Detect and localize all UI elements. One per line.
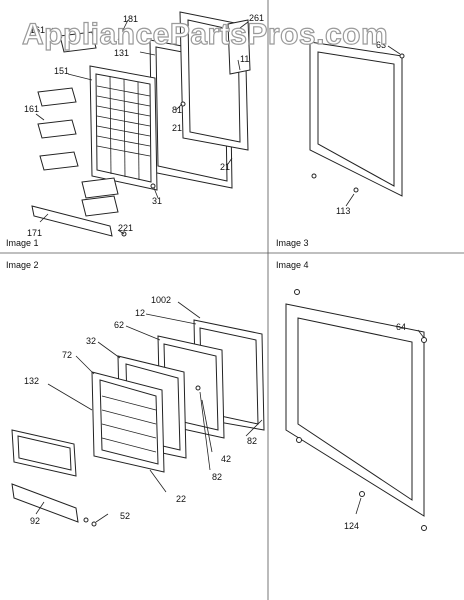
door-bin-161-b: [37, 119, 77, 139]
door-bin-e: [81, 195, 119, 217]
liner-72-ribs: [101, 395, 157, 453]
leader-132: [47, 383, 93, 411]
callout-label: 261: [249, 13, 264, 23]
leader-22: [149, 469, 167, 493]
leader-151: [67, 73, 93, 81]
door-liner-72-inner: [99, 379, 159, 465]
image4-panel: 64 124 Image 4: [276, 260, 427, 531]
screw-64: [421, 337, 427, 343]
callout-label: 221: [118, 223, 133, 233]
leader-92: [35, 501, 45, 515]
image2-caption: Image 2: [6, 260, 39, 270]
callout-label: 64: [396, 322, 406, 332]
leader-64: [417, 329, 425, 339]
callout-label: 132: [24, 376, 39, 386]
callout-label: 92: [30, 516, 40, 526]
image3-caption: Image 3: [276, 238, 309, 248]
door-shelf-171: [31, 205, 113, 237]
callout-label: 63: [376, 40, 386, 50]
door-bin-d: [81, 177, 119, 199]
leader-161: [35, 113, 45, 121]
image1-panel: 161 181 131 261 11 151 81 21 161 21 31 1…: [6, 11, 264, 248]
leader-261: [239, 21, 249, 29]
screw: [311, 173, 317, 179]
leader-31: [153, 187, 159, 199]
screw-82: [195, 385, 201, 391]
callout-label: 171: [27, 228, 42, 238]
door-bin-161-a: [37, 87, 77, 107]
callout-label: 131: [114, 48, 129, 58]
screw-31: [150, 183, 156, 189]
callout-label: 151: [54, 66, 69, 76]
leader-221: [117, 229, 125, 235]
callout-label: 113: [336, 206, 350, 216]
callout-label: 161: [30, 25, 45, 35]
door-bin-161-top: [59, 31, 97, 53]
callout-label: 124: [344, 521, 359, 531]
callout-label: 62: [114, 320, 124, 330]
image2-panel: 1002 12 62 32 72 132 42 82 82 22 92 52 I…: [6, 260, 265, 527]
leader-52: [95, 513, 109, 523]
screw: [421, 525, 427, 531]
screw-63: [399, 53, 405, 59]
leader-11: [237, 59, 241, 71]
image4-caption: Image 4: [276, 260, 309, 270]
leader-113: [345, 193, 355, 207]
door-outer-panel-inner: [187, 19, 241, 143]
leader-62: [125, 325, 161, 341]
leader-72: [75, 355, 95, 375]
door-bin-132-inner: [17, 435, 72, 471]
leader-161-top: [51, 27, 63, 39]
leader-21: [227, 157, 233, 165]
leader-81: [175, 103, 183, 111]
leader-32: [97, 341, 121, 359]
screw-124: [359, 491, 365, 497]
callout-label: 52: [120, 511, 130, 521]
callout-label: 11: [240, 54, 249, 64]
door-liner-inner: [95, 73, 152, 183]
callout-label: 12: [135, 308, 145, 318]
gasket-frame-inner: [317, 51, 395, 187]
callout-label: 82: [212, 472, 222, 482]
screw: [294, 289, 300, 295]
callout-label: 31: [152, 196, 162, 206]
leader-181: [117, 19, 129, 41]
screw: [296, 437, 302, 443]
screw-81: [180, 101, 186, 107]
watermark: AppliancePartsPros.com: [22, 18, 388, 51]
leader-42: [201, 399, 213, 453]
leader-1002: [177, 301, 201, 319]
callout-label: 161: [24, 104, 39, 114]
leader-171: [39, 213, 49, 223]
leader-12: [145, 313, 197, 325]
callout-label: 42: [221, 454, 231, 464]
leader-82b: [199, 391, 211, 471]
door-bin-161-c: [39, 151, 79, 171]
leader-131: [139, 51, 156, 56]
gasket-frame-inner: [297, 317, 413, 501]
door-trim-261: [227, 19, 251, 75]
callout-label: 181: [123, 14, 138, 24]
screw-52: [83, 517, 89, 523]
callout-label: 72: [62, 350, 72, 360]
door-shelf-92: [11, 483, 79, 523]
leader-82: [245, 419, 263, 437]
liner-shelf-ribs: [96, 75, 151, 181]
image3-panel: 63 113 Image 3: [276, 40, 405, 248]
callout-label: 21: [220, 162, 230, 172]
image1-caption: Image 1: [6, 238, 39, 248]
callout-label: 81: [172, 105, 182, 115]
screw-113: [353, 187, 359, 193]
callout-label: 32: [86, 336, 96, 346]
screw-52b: [91, 521, 97, 527]
callout-label: 21: [172, 123, 182, 133]
callout-label: 1002: [151, 295, 171, 305]
callout-label: 22: [176, 494, 186, 504]
leader-124: [355, 497, 362, 515]
callout-label: 82: [247, 436, 257, 446]
leader-63: [387, 45, 401, 55]
